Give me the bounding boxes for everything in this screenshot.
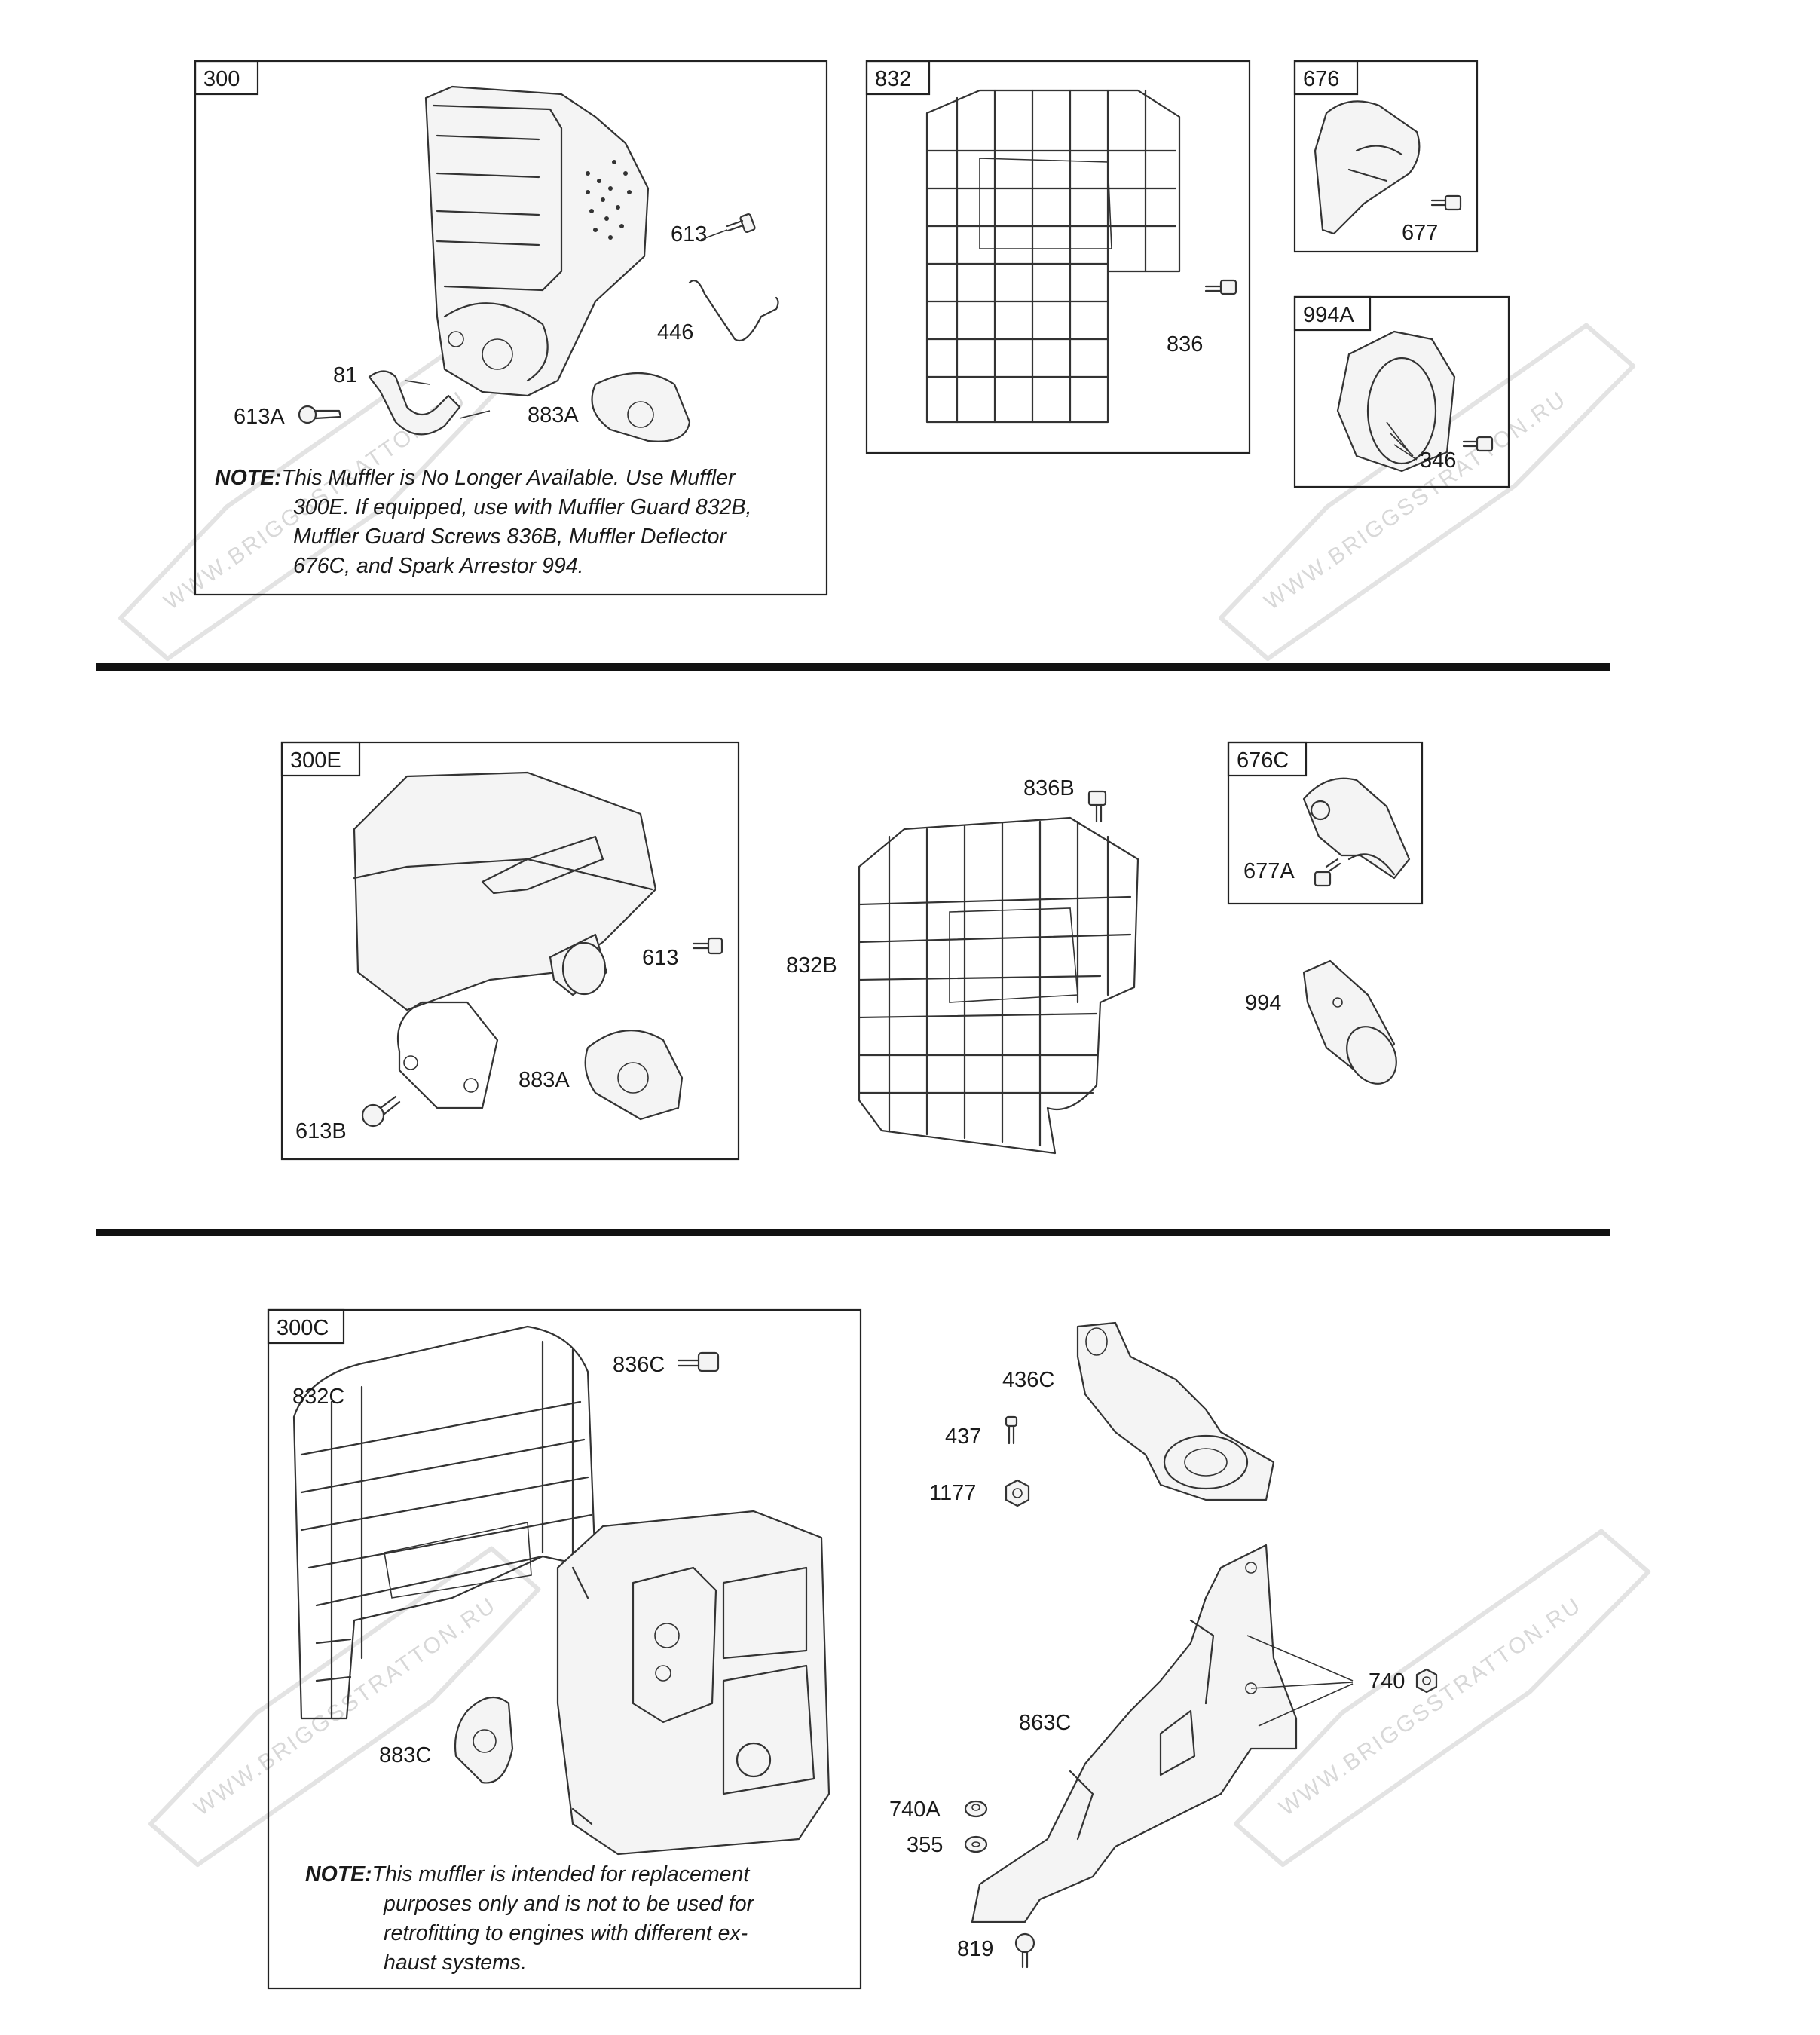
callout-613a: 613A	[234, 405, 285, 429]
callout-832c: 832C	[292, 1385, 344, 1409]
box-832: 832	[865, 60, 1251, 454]
bolt-836b-icon	[1087, 790, 1107, 823]
callout-613: 613	[642, 946, 678, 970]
section-divider	[96, 663, 1610, 671]
nut-740-icon	[1415, 1668, 1438, 1694]
callout-836: 836	[1167, 332, 1203, 357]
gasket-883a-icon	[584, 1030, 684, 1121]
box-label: 300E	[290, 748, 341, 773]
note-muffler-300: NOTE:This Muffler is No Longer Available…	[215, 464, 818, 581]
bolt-613-icon	[692, 937, 723, 955]
box-label: 676C	[1237, 748, 1289, 773]
callout-863c: 863C	[1019, 1711, 1071, 1735]
watermark-text: WWW.BRIGGSSTRATTON.RU	[1274, 1592, 1586, 1820]
bolt-346-icon	[1462, 436, 1494, 452]
note-muffler-300c: NOTE:This muffler is intended for replac…	[305, 1860, 848, 1978]
box-label: 300	[203, 67, 240, 91]
note-line: purposes only and is not to be used for	[384, 1892, 754, 1916]
box-300c: 300C	[267, 1308, 862, 1990]
callout-677: 677	[1402, 221, 1438, 245]
box-300: 300	[194, 60, 828, 596]
callout-81: 81	[333, 363, 357, 387]
note-line: 676C, and Spark Arrestor 994.	[293, 554, 584, 578]
callout-355: 355	[907, 1833, 943, 1857]
note-line: retrofitting to engines with different e…	[384, 1921, 748, 1945]
callout-436c: 436C	[1002, 1368, 1054, 1392]
leader-lines	[405, 229, 728, 419]
bracket-863c-illustration	[971, 1544, 1298, 1923]
spark-arrestor-994-illustration	[1302, 959, 1397, 1085]
callout-740a: 740A	[889, 1798, 941, 1822]
muffler-300c-illustration	[556, 1510, 830, 1856]
callout-883a: 883A	[518, 1068, 570, 1092]
leader-lines	[1246, 1635, 1354, 1727]
muffler-perforations	[586, 160, 632, 240]
bolt-677-icon	[1430, 194, 1462, 211]
spark-arrestor-994a-illustration	[1336, 330, 1456, 473]
exhaust-elbow-436c-illustration	[1076, 1321, 1275, 1501]
muffler-300-illustration	[424, 85, 650, 397]
box-300e: 300E	[280, 741, 740, 1161]
callout-836b: 836B	[1023, 776, 1075, 800]
box-label: 832	[875, 67, 911, 91]
callout-819: 819	[957, 1937, 993, 1961]
screw-819-icon	[1014, 1932, 1035, 1969]
callout-1177: 1177	[929, 1481, 976, 1505]
callout-740: 740	[1369, 1669, 1405, 1694]
spring-446-icon	[688, 280, 779, 341]
nut-1177-icon	[1005, 1479, 1030, 1507]
callout-437: 437	[945, 1424, 981, 1449]
nut-740a-icon	[964, 1800, 988, 1818]
box-676c: 676C	[1227, 741, 1424, 905]
bolt-677a-icon	[1314, 858, 1341, 887]
note-line: This Muffler is No Longer Available. Use…	[281, 466, 736, 490]
screw-613a-icon	[298, 405, 342, 424]
box-994a: 994A	[1293, 295, 1510, 488]
washer-355-icon	[964, 1835, 988, 1853]
note-prefix: NOTE:	[305, 1862, 372, 1887]
note-line: haust systems.	[384, 1951, 528, 1975]
deflector-676c-illustration	[1302, 777, 1411, 880]
callout-883a: 883A	[528, 403, 579, 427]
screw-836-icon	[1204, 279, 1237, 295]
note-prefix: NOTE:	[215, 466, 282, 490]
callout-613: 613	[671, 222, 707, 246]
watermark-text: WWW.BRIGGSSTRATTON.RU	[189, 1592, 501, 1820]
callout-677a: 677A	[1243, 859, 1295, 883]
muffler-300e-illustration	[353, 771, 657, 1109]
callout-613b: 613B	[295, 1119, 347, 1143]
box-676: 676	[1293, 60, 1479, 253]
clamp-81-icon	[368, 370, 461, 436]
screw-836c-icon	[677, 1351, 720, 1372]
note-line: This muffler is intended for replacement	[372, 1862, 750, 1887]
callout-836c: 836C	[613, 1353, 665, 1377]
note-line: 300E. If equipped, use with Muffler Guar…	[293, 495, 752, 519]
box-label: 994A	[1303, 303, 1354, 327]
callout-346: 346	[1420, 448, 1456, 473]
gasket-883c-icon	[454, 1696, 514, 1784]
callout-994: 994	[1245, 991, 1281, 1015]
bolt-613-icon	[726, 213, 756, 233]
callout-832b: 832B	[786, 953, 837, 978]
box-label: 676	[1303, 67, 1339, 91]
muffler-guard-832b-illustration	[858, 816, 1139, 1155]
gasket-883a-icon	[591, 372, 691, 442]
box-label: 300C	[277, 1316, 329, 1340]
callout-446: 446	[657, 320, 693, 344]
callout-883c: 883C	[379, 1743, 431, 1767]
deflector-676-illustration	[1314, 100, 1421, 235]
note-line: Muffler Guard Screws 836B, Muffler Defle…	[293, 525, 726, 549]
screw-437-icon	[1005, 1415, 1018, 1445]
section-divider	[96, 1229, 1610, 1236]
bolt-613b-icon	[361, 1095, 401, 1128]
muffler-guard-832-illustration	[925, 89, 1181, 424]
